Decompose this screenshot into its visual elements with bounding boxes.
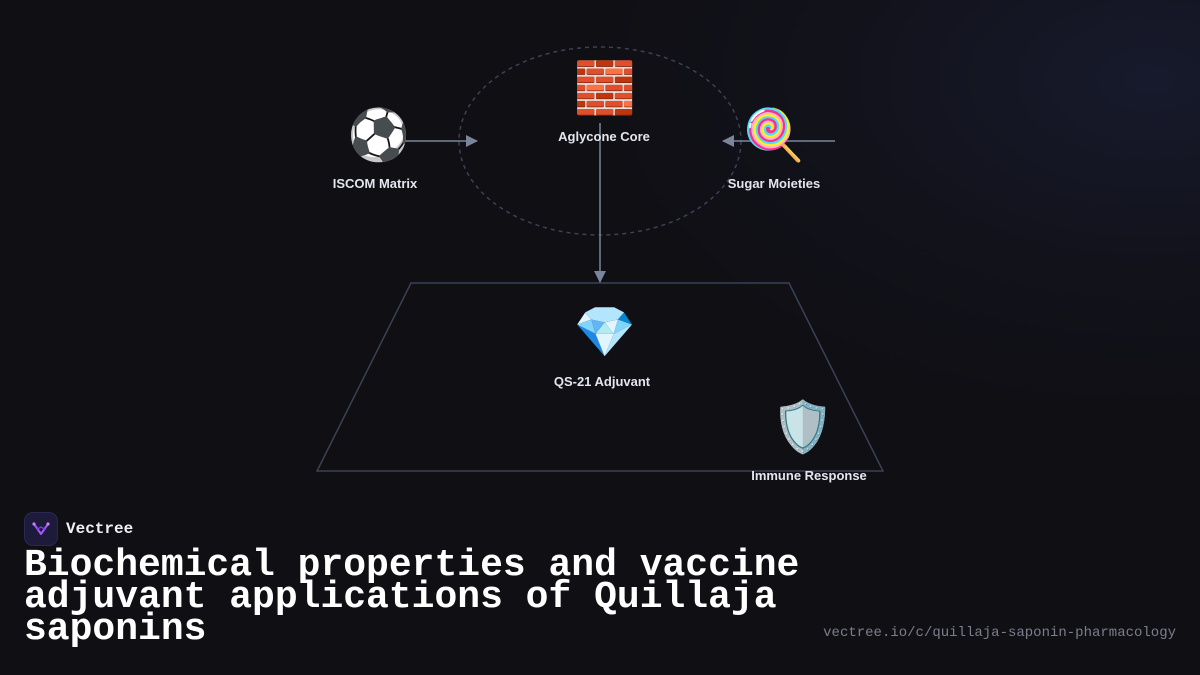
brick-icon: 🧱 [573,59,637,117]
node-label-iscom-matrix: ISCOM Matrix [332,176,418,191]
adjuvant-group-outline [315,282,885,472]
shield-icon: 🛡️ [771,398,835,456]
lollipop-icon: 🍭 [742,106,806,164]
page-title: Biochemical properties and vaccine adjuv… [24,544,800,651]
node-label-qs21-adjuvant: QS-21 Adjuvant [553,374,651,389]
node-label-sugar-moieties: Sugar Moieties [727,176,821,191]
brand-name: Vectree [66,520,134,538]
vectree-logo-icon [24,512,58,546]
node-label-aglycone-core: Aglycone Core [558,129,650,144]
gem-icon: 💎 [573,303,637,361]
node-label-immune-response: Immune Response [751,468,867,483]
soccer-ball-icon: ⚽ [347,106,411,164]
source-url: vectree.io/c/quillaja-saponin-pharmacolo… [823,625,1176,641]
brand: Vectree [24,512,133,546]
